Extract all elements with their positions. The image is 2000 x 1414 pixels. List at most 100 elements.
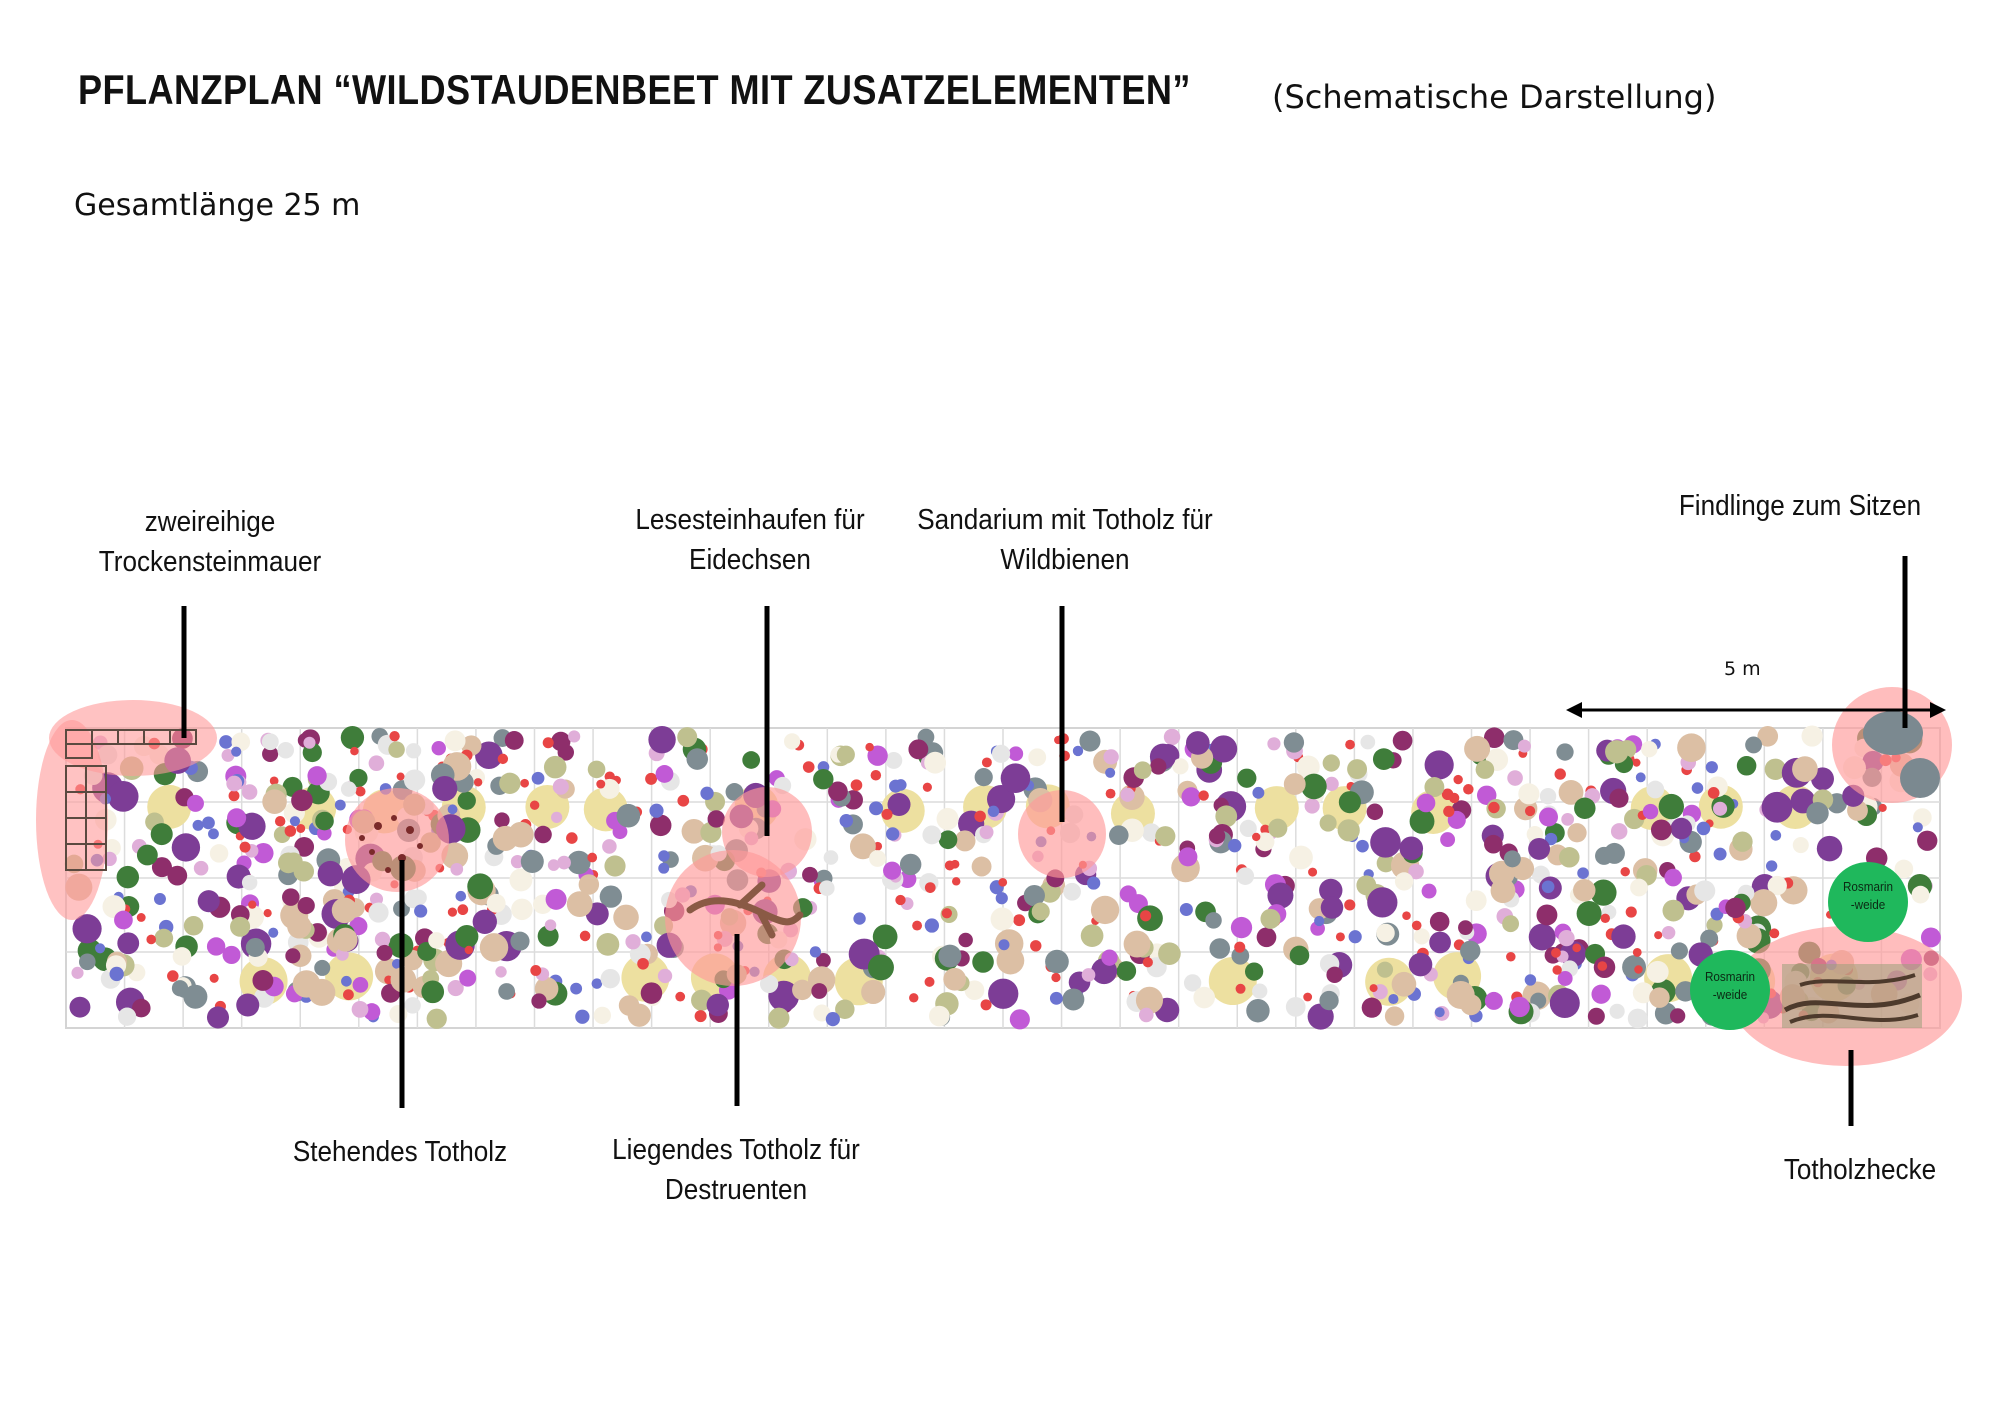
plant-circle bbox=[1366, 803, 1384, 821]
plant-circle bbox=[447, 907, 458, 917]
plant-circle bbox=[351, 1000, 369, 1018]
plant-circle bbox=[938, 944, 962, 968]
plant-circle bbox=[1296, 755, 1320, 779]
plant-circle bbox=[943, 967, 967, 991]
plant-circle bbox=[1460, 940, 1481, 962]
plant-circle bbox=[657, 968, 673, 984]
plant-circle bbox=[885, 827, 900, 841]
plant-circle bbox=[1517, 739, 1531, 753]
plant-circle bbox=[813, 768, 834, 790]
plant-circle bbox=[368, 755, 385, 771]
plant-circle bbox=[839, 813, 854, 828]
plant-circle bbox=[1573, 879, 1596, 902]
plant-circle bbox=[1372, 748, 1395, 770]
plant-circle bbox=[1049, 991, 1063, 1005]
plant-circle bbox=[677, 794, 690, 807]
plant-circle bbox=[308, 978, 336, 1006]
plant-circle bbox=[510, 854, 525, 869]
plant-circle bbox=[1008, 746, 1024, 762]
plant-circle bbox=[1267, 737, 1281, 751]
total-length-label: Gesamtlänge 25 m bbox=[74, 188, 361, 223]
plant-circle bbox=[1705, 761, 1718, 774]
plant-circle bbox=[268, 927, 279, 938]
plant-circle bbox=[1557, 971, 1573, 986]
wall-stone bbox=[65, 743, 93, 759]
plant-circle bbox=[887, 793, 911, 817]
plant-circle bbox=[1267, 882, 1294, 909]
plant-circle bbox=[1806, 801, 1829, 825]
plant-circle bbox=[836, 745, 855, 764]
plant-circle bbox=[374, 931, 391, 948]
plant-circle bbox=[479, 933, 509, 962]
plant-circle bbox=[1757, 725, 1779, 747]
plant-circle bbox=[1030, 940, 1042, 952]
plant-circle bbox=[285, 948, 301, 964]
plant-circle bbox=[1528, 923, 1556, 951]
stehendes-totholz-zone bbox=[345, 788, 449, 892]
plant-circle bbox=[869, 850, 886, 867]
plant-circle bbox=[1140, 910, 1152, 922]
plant-circle bbox=[1000, 763, 1031, 793]
plant-circle bbox=[1045, 949, 1069, 974]
plant-circle bbox=[991, 744, 1011, 763]
plant-circle bbox=[941, 908, 952, 919]
plant-circle bbox=[1574, 797, 1596, 819]
plant-circle bbox=[287, 914, 312, 939]
plant-circle bbox=[1911, 885, 1930, 904]
plant-circle bbox=[1090, 895, 1120, 925]
plant-circle bbox=[297, 896, 315, 915]
plant-circle bbox=[616, 803, 641, 828]
plant-circle bbox=[197, 890, 220, 913]
plant-circle bbox=[1696, 821, 1711, 836]
plant-circle bbox=[492, 825, 518, 852]
plant-circle bbox=[602, 839, 617, 854]
plant-circle bbox=[1324, 776, 1339, 791]
plant-circle bbox=[818, 880, 835, 896]
plant-circle bbox=[1361, 997, 1382, 1018]
plant-circle bbox=[648, 725, 676, 754]
plant-circle bbox=[1101, 949, 1118, 966]
plant-circle bbox=[1590, 879, 1617, 906]
plant-circle bbox=[109, 966, 124, 982]
plant-circle bbox=[172, 947, 192, 966]
plant-circle bbox=[455, 924, 479, 949]
plant-circle bbox=[352, 977, 369, 993]
plant-circle bbox=[1356, 875, 1377, 896]
plant-circle bbox=[497, 753, 509, 765]
plant-circle bbox=[421, 980, 445, 1004]
plant-circle bbox=[1338, 791, 1361, 814]
plant-circle bbox=[922, 782, 932, 792]
plant-circle bbox=[1013, 914, 1026, 927]
plant-circle bbox=[245, 937, 265, 957]
plant-circle bbox=[1424, 750, 1454, 780]
plant-circle bbox=[1142, 957, 1153, 968]
plant-circle bbox=[649, 814, 672, 837]
plant-circle bbox=[368, 902, 389, 923]
plant-circle bbox=[1609, 788, 1629, 808]
plant-circle bbox=[1536, 904, 1558, 926]
label-rosmarinweide-1: Rosmarin -weide bbox=[1842, 879, 1894, 912]
plant-circle bbox=[974, 810, 986, 823]
plant-circle bbox=[294, 836, 315, 857]
plant-circle bbox=[504, 731, 524, 750]
plant-circle bbox=[1587, 1007, 1605, 1025]
plant-circle bbox=[990, 907, 1014, 931]
plant-circle bbox=[231, 746, 242, 757]
plant-circle bbox=[1769, 928, 1780, 939]
plant-circle bbox=[426, 1008, 447, 1029]
plant-circle bbox=[334, 799, 346, 811]
plant-circle bbox=[95, 943, 106, 954]
plant-circle bbox=[599, 885, 622, 908]
plant-circle bbox=[1416, 793, 1436, 813]
label-lesesteinhaufen: Lesesteinhaufen für Eidechsen bbox=[635, 504, 865, 576]
plant-circle bbox=[944, 860, 955, 871]
plant-circle bbox=[677, 727, 698, 748]
plant-circle bbox=[922, 825, 942, 845]
plant-circle bbox=[226, 775, 243, 792]
plant-circle bbox=[529, 800, 540, 810]
plant-circle bbox=[587, 760, 606, 779]
plant-circle bbox=[1347, 759, 1368, 780]
plant-circle bbox=[1179, 902, 1193, 917]
plant-circle bbox=[262, 745, 279, 763]
plant-circle bbox=[1319, 878, 1343, 903]
